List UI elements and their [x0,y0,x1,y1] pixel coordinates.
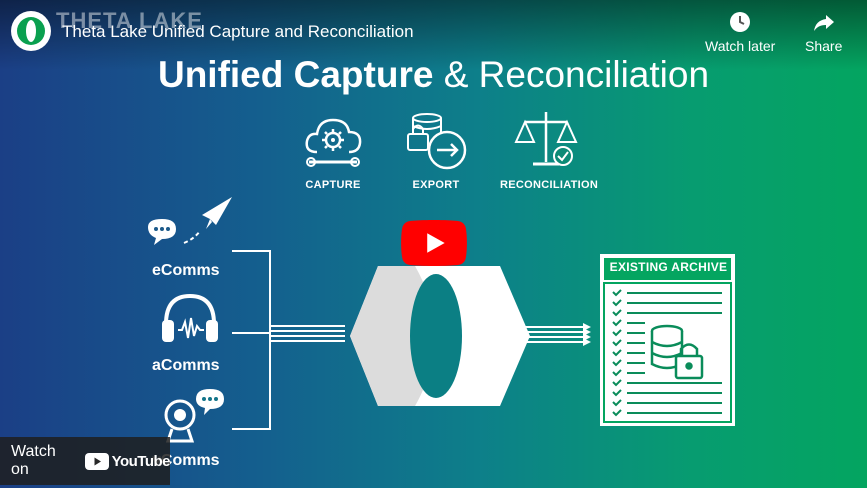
video-title[interactable]: Theta Lake Unified Capture and Reconcili… [62,22,414,41]
top-gradient-overlay [0,0,867,70]
play-icon [427,233,445,253]
share-arrow-icon [813,15,834,31]
scales-check-icon [514,112,578,166]
feature-reconciliation-label: RECONCILIATION [500,179,599,191]
feature-export-label: EXPORT [412,179,460,191]
cloud-gear-icon [305,118,362,167]
headphones-icon [162,293,218,342]
database-export-icon [407,113,467,170]
clock-icon [730,12,751,32]
channel-avatar[interactable] [11,11,51,51]
chat-paperplane-icon [148,197,232,245]
channel-watermark: THETA LAKE [56,8,203,33]
feature-reconciliation: RECONCILIATION [500,110,599,191]
share-button[interactable]: Share [805,10,842,54]
theta-lake-logo-icon [17,17,45,45]
watch-later-label: Watch later [705,38,776,54]
comms-bracket [232,250,271,430]
feature-export: EXPORT [403,110,469,191]
slide-headline: Unified Capture & Reconciliation [0,54,867,96]
feature-capture: CAPTURE [300,110,366,191]
youtube-logo: YouTube [84,452,171,470]
watch-on-label: Watch on [11,443,56,478]
input-lines [270,325,345,342]
comms-acomms-label: aComms [152,357,220,374]
database-lock-icon [650,324,704,380]
watch-later-button[interactable]: Watch later [705,10,775,54]
headline-rest: & Reconciliation [443,54,710,95]
watch-on-youtube-button[interactable]: Watch on YouTube [0,437,171,485]
youtube-play-icon [84,452,109,470]
archive-title: EXISTING ARCHIVE [609,260,728,274]
webcam-chat-icon [164,389,224,443]
headline-bold: Unified Capture [157,54,434,95]
play-button[interactable] [401,219,467,267]
share-label: Share [805,38,843,54]
feature-capture-label: CAPTURE [305,179,361,191]
comms-ecomms-label: eComms [152,262,220,279]
existing-archive-document [600,254,735,426]
youtube-label: YouTube [111,452,171,470]
unified-hexagon [350,266,530,406]
output-lines [525,323,591,346]
